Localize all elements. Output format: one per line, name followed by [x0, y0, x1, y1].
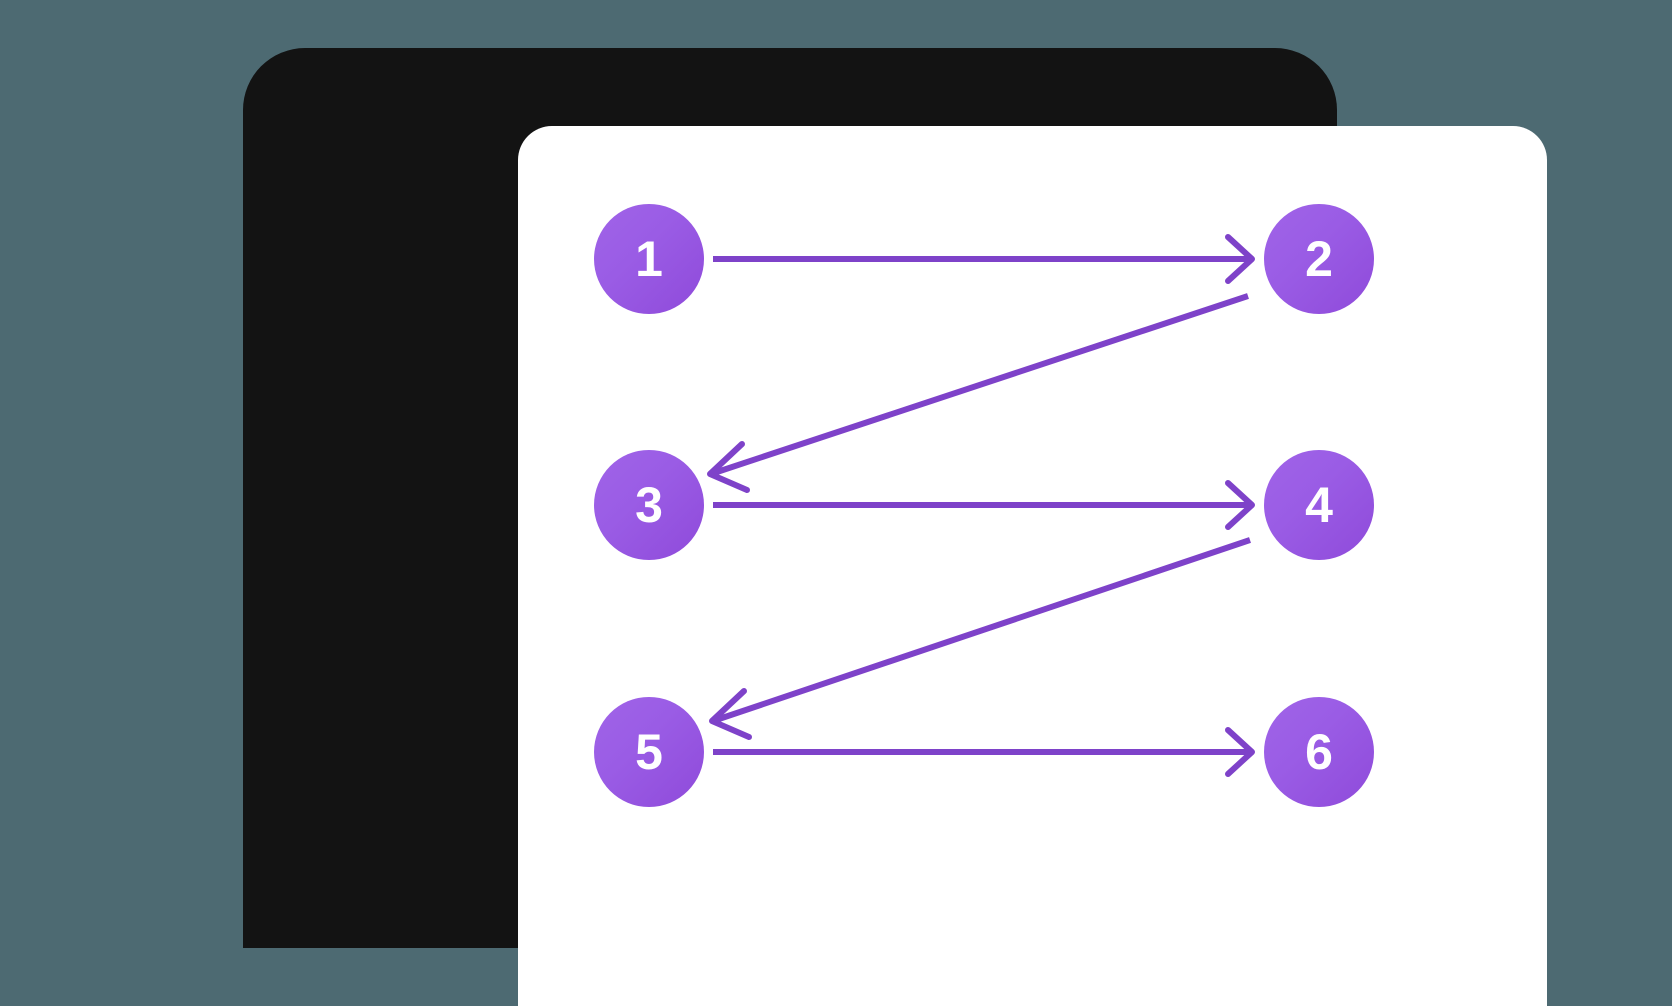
- edge-2-to-3: [707, 293, 1249, 493]
- diagram-canvas: .edge-line { stroke: #7e42c9; stroke-wid…: [518, 126, 1547, 1006]
- diagram-node-4[interactable]: 4: [1264, 450, 1374, 560]
- diagram-node-2-label: 2: [1305, 231, 1333, 287]
- diagram-node-3-label: 3: [635, 477, 663, 533]
- diagram-node-6-label: 6: [1305, 724, 1333, 780]
- edge-5-to-6: [713, 727, 1255, 777]
- diagram-node-2[interactable]: 2: [1264, 204, 1374, 314]
- edge-4-to-5: [709, 537, 1251, 740]
- device-screen: .edge-line { stroke: #7e42c9; stroke-wid…: [518, 126, 1547, 1006]
- device-frame: .edge-line { stroke: #7e42c9; stroke-wid…: [243, 48, 1547, 1006]
- diagram-node-1[interactable]: 1: [594, 204, 704, 314]
- diagram-node-5-label: 5: [635, 724, 663, 780]
- diagram-node-5[interactable]: 5: [594, 697, 704, 807]
- diagram-node-3[interactable]: 3: [594, 450, 704, 560]
- diagram-node-6[interactable]: 6: [1264, 697, 1374, 807]
- edge-3-to-4: [713, 480, 1255, 530]
- edge-1-to-2: [713, 234, 1255, 284]
- diagram-node-1-label: 1: [635, 231, 663, 287]
- screenshot-stage: .edge-line { stroke: #7e42c9; stroke-wid…: [243, 48, 1547, 1006]
- diagram-node-4-label: 4: [1305, 477, 1333, 533]
